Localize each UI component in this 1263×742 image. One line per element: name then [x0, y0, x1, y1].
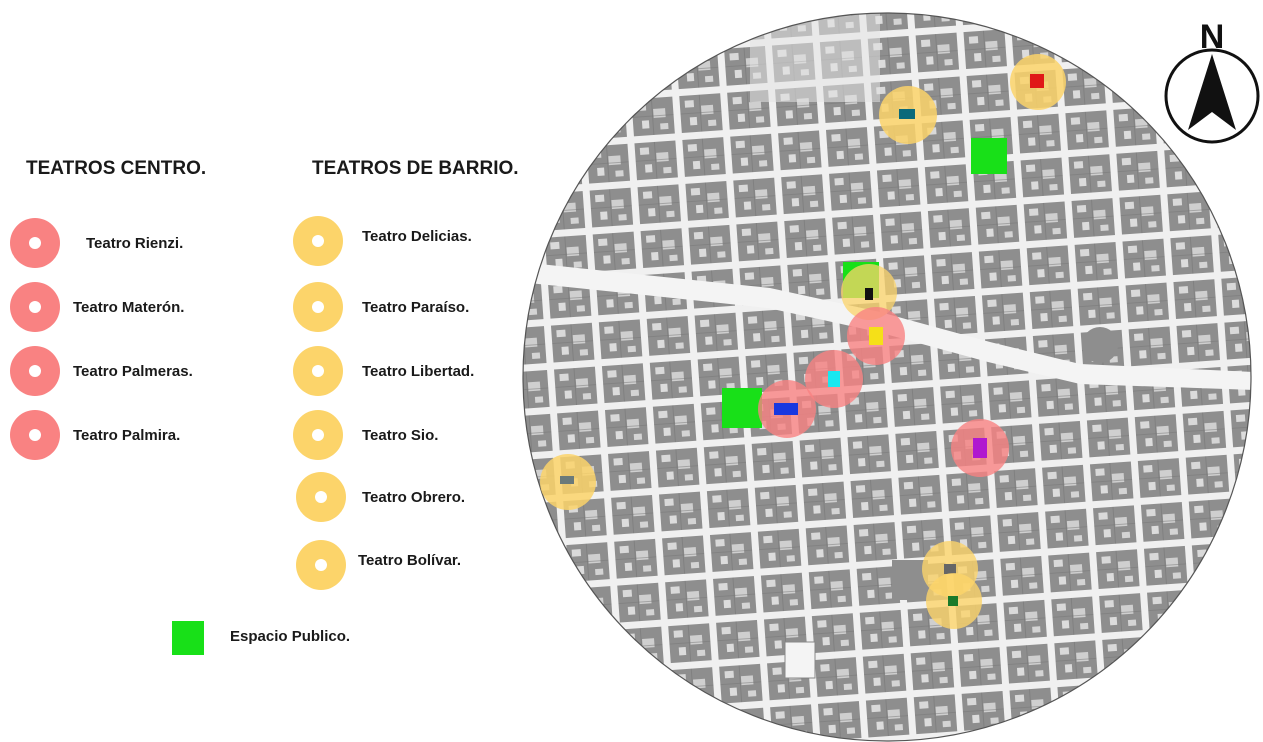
public-space — [722, 388, 762, 428]
legend-label: Teatro Materón. — [73, 298, 185, 316]
legend-label: Teatro Palmira. — [73, 426, 181, 444]
public-space — [971, 138, 1007, 174]
legend-label: Teatro Paraíso. — [362, 298, 470, 316]
legend-item-paraiso: Teatro Paraíso. — [293, 282, 469, 332]
barrio-theatre-marker — [879, 86, 937, 144]
city-map — [522, 12, 1252, 742]
barrio-theatre-ring-icon — [296, 540, 346, 590]
legend-label: Teatro Obrero. — [362, 488, 466, 506]
barrio-theatre-ring-icon — [293, 346, 343, 396]
barrio-theatre-marker — [926, 573, 982, 629]
legend-label: Teatro Delicias. — [362, 227, 472, 245]
center-theatre-marker — [847, 307, 905, 365]
legend-item-rienzi: Teatro Rienzi. — [10, 218, 183, 268]
legend-item-delicias: Teatro Delicias. — [293, 216, 472, 266]
barrio-theatre-ring-icon — [293, 410, 343, 460]
legend-item-obrero: Teatro Obrero. — [296, 472, 465, 522]
legend-title-barrio: TEATROS DE BARRIO. — [312, 158, 519, 179]
legend-item-materon: Teatro Materón. — [10, 282, 184, 332]
barrio-theatre-marker — [1010, 54, 1066, 110]
center-theatre-ring-icon — [10, 282, 60, 332]
center-theatre-marker — [805, 350, 863, 408]
legend-label: Teatro Sio. — [362, 426, 439, 444]
legend-title-centro: TEATROS CENTRO. — [26, 158, 207, 179]
public-space-swatch-icon — [172, 621, 204, 655]
legend-item-sio: Teatro Sio. — [293, 410, 438, 460]
compass-letter: N — [1200, 18, 1225, 56]
legend-item-palmira: Teatro Palmira. — [10, 410, 180, 460]
center-theatre-marker — [951, 419, 1009, 477]
center-theatre-ring-icon — [10, 410, 60, 460]
legend-item-bolivar: Teatro Bolívar. — [296, 540, 461, 590]
public-space-legend-label: Espacio Publico. — [230, 628, 351, 645]
legend-label: Teatro Rienzi. — [86, 234, 184, 252]
north-arrow-icon: N — [1164, 18, 1260, 144]
legend-label: Teatro Bolívar. — [358, 551, 462, 569]
barrio-theatre-marker — [540, 454, 596, 510]
legend-label: Teatro Palmeras. — [73, 362, 193, 380]
barrio-theatre-ring-icon — [293, 282, 343, 332]
legend-item-libertad: Teatro Libertad. — [293, 346, 474, 396]
legend-label: Teatro Libertad. — [362, 362, 475, 380]
legend-item-palmeras: Teatro Palmeras. — [10, 346, 193, 396]
barrio-theatre-ring-icon — [296, 472, 346, 522]
center-theatre-ring-icon — [10, 218, 60, 268]
center-theatre-marker — [758, 380, 816, 438]
center-theatre-ring-icon — [10, 346, 60, 396]
barrio-theatre-marker — [841, 264, 897, 320]
barrio-theatre-ring-icon — [293, 216, 343, 266]
